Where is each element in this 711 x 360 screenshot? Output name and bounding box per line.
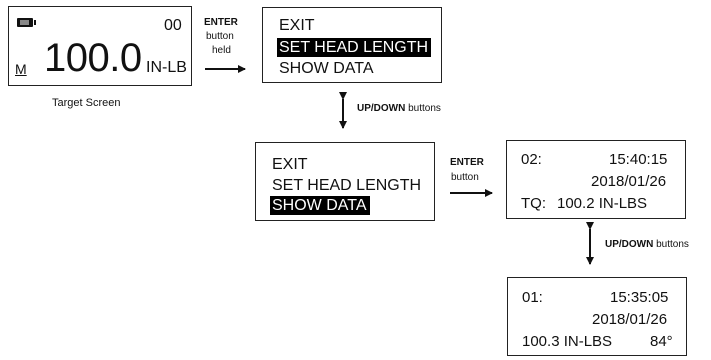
- record-02-date: 2018/01/26: [591, 173, 667, 190]
- enter-label-line1: ENTER: [450, 157, 484, 168]
- menu-mid-show-data: SHOW DATA: [270, 196, 370, 215]
- enter-held-line3: held: [212, 45, 231, 56]
- record-01-index: 01:: [522, 289, 543, 306]
- torque-value: 100.0: [44, 36, 142, 80]
- torque-unit: IN-LB: [146, 59, 187, 76]
- enter-label-line2: button: [451, 172, 479, 183]
- menu-top-exit: EXIT: [279, 17, 315, 34]
- menu-screen-top: EXIT SET HEAD LENGTH SHOW DATA: [262, 7, 442, 83]
- menu-top-show-data: SHOW DATA: [279, 60, 374, 77]
- mode-indicator: M: [15, 61, 27, 77]
- count-readout: 00: [164, 17, 182, 34]
- updown-label-2-rest: buttons: [653, 239, 689, 250]
- updown-label-2-bold: UP/DOWN: [605, 239, 654, 250]
- record-01-date: 2018/01/26: [592, 311, 668, 328]
- record-01-tq-value: 100.3 IN-LBS: [522, 333, 613, 350]
- enter-held-line2: button: [206, 31, 234, 42]
- menu-screen-mid: EXIT SET HEAD LENGTH SHOW DATA: [255, 142, 435, 221]
- menu-mid-set-head-length: SET HEAD LENGTH: [272, 177, 422, 194]
- updown-label-1-rest: buttons: [405, 103, 441, 114]
- record-screen-02: 02: 15:40:15 2018/01/26 TQ: 100.2 IN-LBS: [506, 140, 686, 219]
- menu-mid-exit: EXIT: [272, 156, 308, 173]
- updown-label-1-bold: UP/DOWN: [357, 103, 406, 114]
- target-screen: 00 M 100.0 IN-LB: [8, 6, 192, 86]
- updown-label-1: UP/DOWN buttons: [357, 103, 441, 114]
- target-screen-caption: Target Screen: [52, 97, 121, 109]
- updown-label-2: UP/DOWN buttons: [605, 239, 689, 250]
- enter-held-line1: ENTER: [204, 17, 238, 28]
- record-02-index: 02:: [521, 151, 542, 168]
- record-01-angle: 84°: [650, 333, 673, 350]
- menu-top-set-head-length: SET HEAD LENGTH: [277, 38, 432, 57]
- record-01-time: 15:35:05: [610, 289, 669, 306]
- battery-icon: [17, 18, 36, 27]
- record-02-tq-label: TQ:: [521, 195, 546, 212]
- record-screen-01: 01: 15:35:05 2018/01/26 100.3 IN-LBS 84°: [507, 277, 687, 356]
- record-02-time: 15:40:15: [609, 151, 668, 168]
- record-02-tq-value: 100.2 IN-LBS: [557, 195, 648, 212]
